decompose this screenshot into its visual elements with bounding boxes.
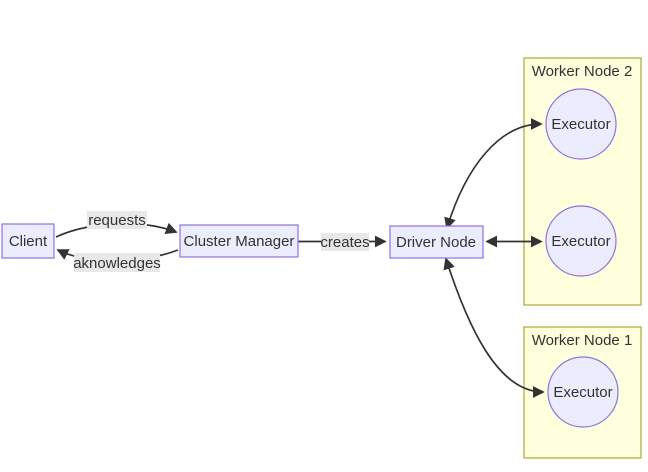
executor-wn2-top-node: Executor <box>545 88 617 160</box>
edge-label-aknowledges: aknowledges <box>73 253 161 272</box>
edge-label-requests-bg <box>87 211 147 229</box>
edge-label-creates: creates <box>320 233 370 251</box>
executor-wn2-bottom-circle <box>545 205 617 277</box>
driver-node-box <box>389 225 484 259</box>
worker-node-1-title: Worker Node 1 <box>532 332 633 349</box>
cluster-manager-label: Cluster Manager <box>184 233 295 250</box>
client-label: Client <box>9 233 48 250</box>
worker-node-2-title: Worker Node 2 <box>532 63 633 80</box>
edge-label-creates-bg <box>321 233 369 251</box>
executor-wn1-node: Executor <box>547 356 619 428</box>
client-box <box>1 223 55 259</box>
edge-driver-node-executor-wn2-top <box>444 118 543 230</box>
edge-label-aknowledges-text: aknowledges <box>73 255 161 272</box>
edge-driver-node-executor-wn1 <box>443 257 545 398</box>
executor-wn1-circle <box>547 356 619 428</box>
client-node: Client <box>1 223 55 259</box>
driver-node: Driver Node <box>389 225 484 259</box>
executor-wn2-bottom-node: Executor <box>545 205 617 277</box>
executor-wn2-top-circle <box>545 88 617 160</box>
cluster-manager-node: Cluster Manager <box>179 224 299 258</box>
edge-label-aknowledges-bg <box>74 253 160 272</box>
edge-label-requests: requests <box>87 211 147 229</box>
edge-label-creates-text: creates <box>320 234 369 251</box>
executor-wn2-bottom-label: Executor <box>551 233 610 250</box>
edge-label-requests-text: requests <box>88 212 146 229</box>
driver-node-label: Driver Node <box>396 234 476 251</box>
executor-wn2-top-label: Executor <box>551 116 610 133</box>
cluster-manager-box <box>179 224 299 258</box>
executor-wn1-label: Executor <box>553 384 612 401</box>
